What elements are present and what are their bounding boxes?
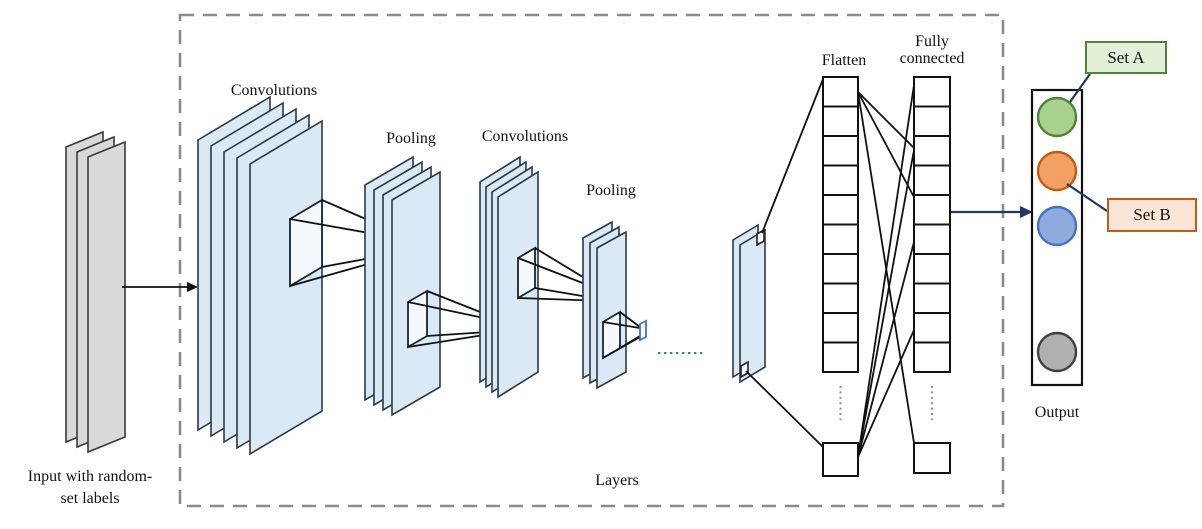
output-arrow (951, 206, 1033, 218)
set-a-callout: Set A (1085, 41, 1167, 74)
reduced-feature-map (639, 319, 647, 342)
flatten-last-cell (822, 442, 859, 477)
output-node-green (1036, 96, 1078, 138)
convolutions-1-label: Convolutions (230, 82, 318, 99)
pooling-1-label: Pooling (386, 130, 436, 147)
fc-last-cell (913, 442, 951, 474)
convolutions-2-label: Convolutions (481, 128, 569, 145)
set-b-connector (1066, 183, 1108, 212)
set-b-label: Set B (1133, 205, 1171, 224)
set-a-connector (1069, 73, 1091, 103)
dense-connections (857, 84, 915, 458)
input-arrow (122, 282, 198, 292)
pool2-kernel-projection (602, 310, 647, 360)
set-a-label: Set A (1107, 47, 1145, 67)
flatten-column (822, 76, 859, 477)
layers-label: Layers (595, 472, 639, 489)
flatten-label: Flatten (821, 52, 867, 69)
output-node-orange (1036, 150, 1078, 192)
fully-connected-column (913, 76, 951, 474)
fully-connected-label: Fully connected (899, 33, 965, 67)
convolution-stack-1 (197, 95, 323, 456)
set-b-callout: Set B (1107, 198, 1197, 232)
layers-boundary-box (178, 13, 1005, 508)
pooling-stack-2 (582, 220, 627, 390)
output-label: Output (1034, 404, 1080, 421)
final-feature-stack (732, 78, 824, 448)
output-node-gray (1036, 331, 1078, 373)
pooling-stack-1 (364, 155, 441, 417)
input-label-line1: Input with random- (27, 468, 153, 485)
pooling-2-label: Pooling (586, 182, 636, 199)
input-sheet-stack (65, 130, 126, 454)
input-label-line2: set labels (60, 490, 120, 507)
output-node-blue (1036, 205, 1078, 247)
